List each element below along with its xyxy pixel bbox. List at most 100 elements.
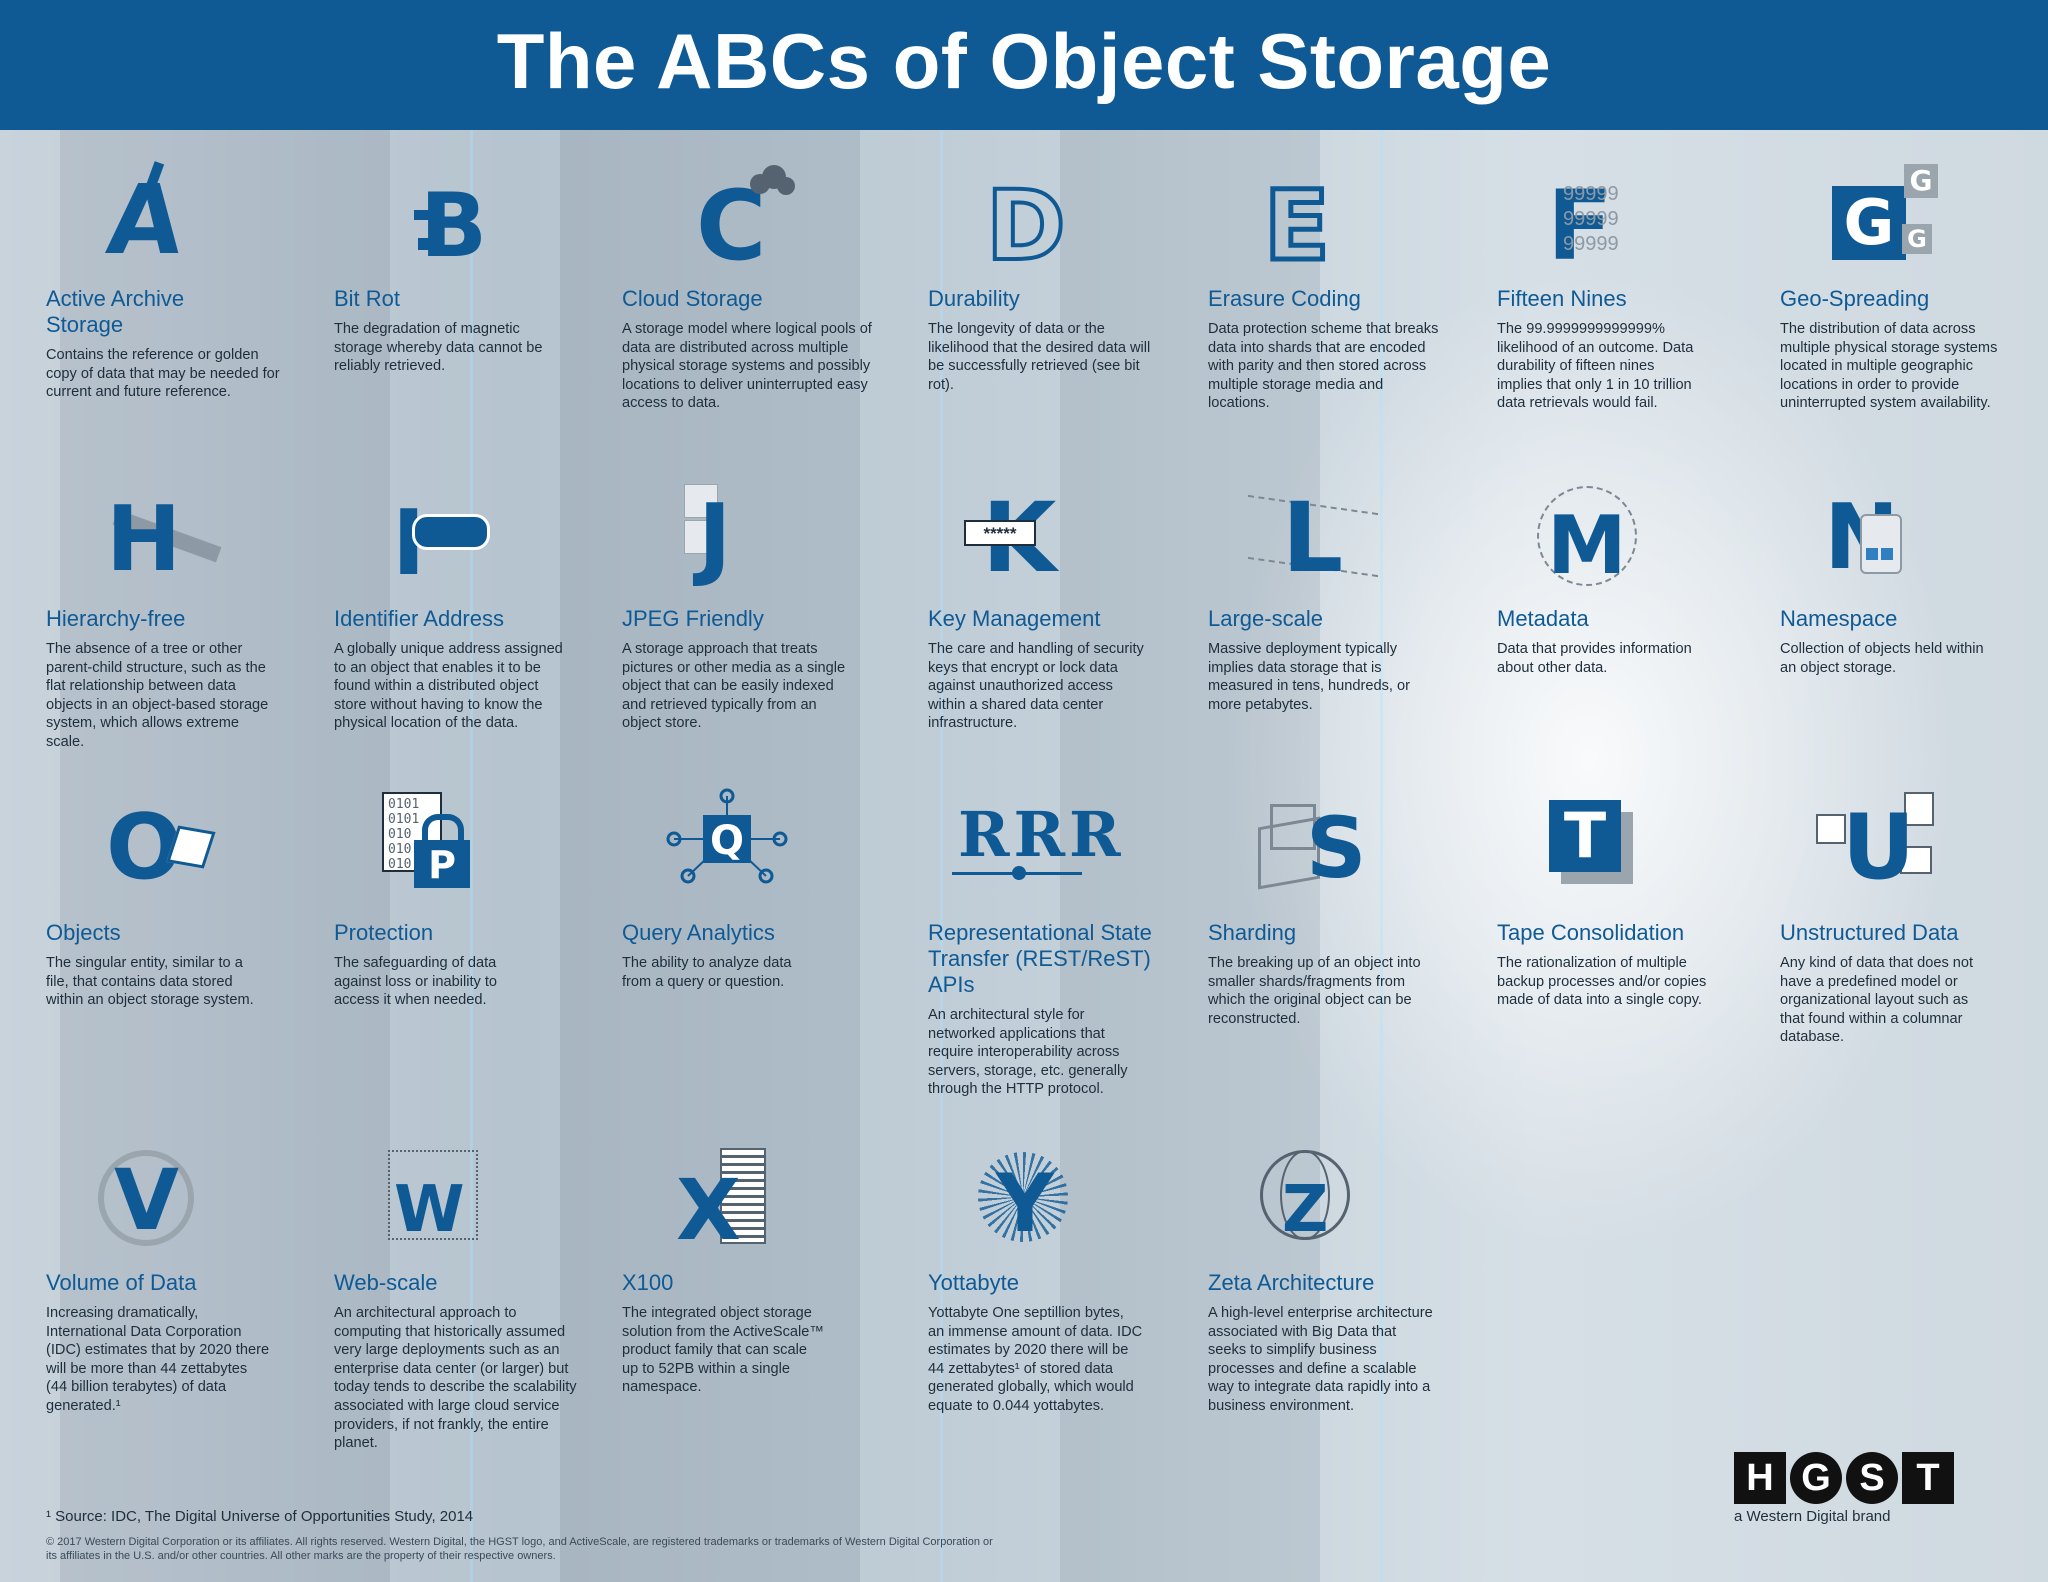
term-definition: The breaking up of an object into smalle… xyxy=(1208,955,1421,1027)
term-title: Yottabyte xyxy=(928,1270,1019,1295)
entry-m: M Metadata Data that provides informatio… xyxy=(1497,470,1747,677)
term-definition: The safeguarding of data against loss or… xyxy=(334,955,498,1009)
letter-e-grid-icon: E xyxy=(1262,170,1333,282)
term-title: Fifteen Nines xyxy=(1497,286,1627,311)
term-definition: The singular entity, similar to a file, … xyxy=(46,955,254,1009)
background-light xyxy=(470,130,473,1582)
entry-e: E Erasure Coding Data protection scheme … xyxy=(1208,150,1458,413)
letter-i-tag-icon: I xyxy=(334,470,584,600)
term-title: Sharding xyxy=(1208,920,1297,945)
term-title: Bit Rot xyxy=(334,286,401,311)
letter-u-icon: U xyxy=(1780,784,2030,914)
entry-k: K ***** Key Management The care and hand… xyxy=(928,470,1178,733)
letter-c-cloud-icon: C xyxy=(622,150,872,280)
term-title: Web-scale xyxy=(334,1270,438,1295)
term-title: Objects xyxy=(46,920,121,945)
term-definition: Any kind of data that does not have a pr… xyxy=(1780,955,1974,1046)
entry-p: 0101 0101 010 010 010 P Protection The s… xyxy=(334,784,584,1010)
term-definition: Data protection scheme that breaks data … xyxy=(1208,321,1439,412)
entry-n: N Namespace Collection of objects held w… xyxy=(1780,470,2030,677)
term-title: Namespace xyxy=(1780,606,1898,631)
term-title: Tape Consolidation xyxy=(1497,920,1685,945)
entry-s: S Sharding The breaking up of an object … xyxy=(1208,784,1458,1028)
entry-j: J JPEG Friendly A storage approach that … xyxy=(622,470,872,733)
header-banner: The ABCs of Object Storage xyxy=(0,0,2048,130)
term-definition: A high-level enterprise architecture ass… xyxy=(1208,1305,1433,1414)
term-definition: An architectural style for networked app… xyxy=(928,1007,1128,1098)
term-definition: The ability to analyze data from a query… xyxy=(622,955,792,990)
logo-letter: T xyxy=(1902,1452,1954,1504)
footnote: ¹ Source: IDC, The Digital Universe of O… xyxy=(46,1508,474,1525)
letter-d-chain-icon: D xyxy=(984,170,1068,282)
term-title: Erasure Coding xyxy=(1208,286,1361,311)
background-light xyxy=(940,130,943,1582)
term-title: JPEG Friendly xyxy=(622,606,764,631)
letter-o-cube-icon: O xyxy=(46,784,296,914)
term-title: Large-scale xyxy=(1208,606,1323,631)
letter-n-icon: N xyxy=(1780,470,2030,600)
logo-letter: S xyxy=(1846,1452,1898,1504)
brand-tagline: a Western Digital brand xyxy=(1734,1508,1891,1525)
term-definition: A storage model where logical pools of d… xyxy=(622,321,872,412)
term-definition: The rationalization of multiple backup p… xyxy=(1497,955,1707,1009)
letter-m-icon: M xyxy=(1497,470,1747,600)
letter-w-icon: W xyxy=(334,1134,584,1264)
term-definition: Increasing dramatically, International D… xyxy=(46,1305,270,1414)
entry-g: G G G Geo-Spreading The distribution of … xyxy=(1780,150,2030,413)
logo-letter: G xyxy=(1790,1452,1842,1504)
entry-t: T Tape Consolidation The rationalization… xyxy=(1497,784,1747,1010)
background-rack xyxy=(1060,130,1320,1582)
term-definition: The care and handling of security keys t… xyxy=(928,641,1144,732)
letter-l-icon: L xyxy=(1208,470,1458,600)
letter-j-icon: J xyxy=(622,470,872,600)
term-definition: Data that provides information about oth… xyxy=(1497,641,1692,676)
letter-k-key-icon: K ***** xyxy=(928,470,1178,600)
term-definition: The longevity of data or the likelihood … xyxy=(928,321,1151,393)
entry-z: Z Zeta Architecture A high-level enterpr… xyxy=(1208,1134,1458,1416)
term-title: Cloud Storage xyxy=(622,286,763,311)
entry-r: RRR Representational State Transfer (RES… xyxy=(928,784,1178,1099)
logo-letter: H xyxy=(1734,1452,1786,1504)
term-title: Protection xyxy=(334,920,434,945)
entry-q: Q Query Analytics The ability to analyze… xyxy=(622,784,872,991)
term-title: X100 xyxy=(622,1270,674,1295)
entry-l: L Large-scale Massive deployment typical… xyxy=(1208,470,1458,714)
letter-f-nines-icon: F 99999 99999 99999 xyxy=(1547,170,1619,282)
letter-q-network-icon: Q xyxy=(622,784,872,914)
entry-o: O Objects The singular entity, similar t… xyxy=(46,784,296,1010)
entry-b: B Bit Rot The degradation of magnetic st… xyxy=(334,150,584,376)
term-title: Hierarchy-free xyxy=(46,606,186,631)
term-title: Unstructured Data xyxy=(1780,920,1959,945)
entry-h: H Hierarchy-free The absence of a tree o… xyxy=(46,470,296,752)
entry-a: A Active Archive Storage Contains the re… xyxy=(46,150,296,402)
legal-text: © 2017 Western Digital Corporation or it… xyxy=(46,1536,993,1562)
entry-c: C Cloud Storage A storage model where lo… xyxy=(622,150,872,413)
term-title: Volume of Data xyxy=(46,1270,197,1295)
term-definition: Massive deployment typically implies dat… xyxy=(1208,641,1410,713)
term-definition: The 99.9999999999999% likelihood of an o… xyxy=(1497,321,1694,412)
entry-v: V Volume of Data Increasing dramatically… xyxy=(46,1134,296,1416)
term-title: Query Analytics xyxy=(622,920,775,945)
term-title: Durability xyxy=(928,286,1020,311)
term-title: Identifier Address xyxy=(334,606,504,631)
term-definition: A globally unique address assigned to an… xyxy=(334,641,563,732)
term-title: Representational State Transfer (REST/Re… xyxy=(928,920,1152,997)
term-definition: The distribution of data across multiple… xyxy=(1780,321,1998,412)
entry-y: Y Yottabyte Yottabyte One septillion byt… xyxy=(928,1134,1178,1416)
entry-f: F 99999 99999 99999 Fifteen Nines The 99… xyxy=(1497,150,1747,413)
term-definition: The degradation of magnetic storage wher… xyxy=(334,321,543,375)
letter-z-globe-icon: Z xyxy=(1208,1134,1458,1264)
entry-d: D Durability The longevity of data or th… xyxy=(928,150,1178,394)
glossary-grid: A Active Archive Storage Contains the re… xyxy=(0,130,2048,1460)
letter-b-icon: B xyxy=(334,150,584,280)
entry-w: W Web-scale An architectural approach to… xyxy=(334,1134,584,1453)
letter-g-icon: G G G xyxy=(1780,150,2030,280)
letter-p-lock-icon: 0101 0101 010 010 010 P xyxy=(334,784,584,914)
term-definition: Collection of objects held within an obj… xyxy=(1780,641,1984,676)
term-title: Geo-Spreading xyxy=(1780,286,1930,311)
letter-y-icon: Y xyxy=(928,1134,1178,1264)
entry-i: I Identifier Address A globally unique a… xyxy=(334,470,584,733)
background-rack xyxy=(60,130,390,1582)
term-definition: An architectural approach to computing t… xyxy=(334,1305,577,1452)
term-definition: The integrated object storage solution f… xyxy=(622,1305,824,1396)
